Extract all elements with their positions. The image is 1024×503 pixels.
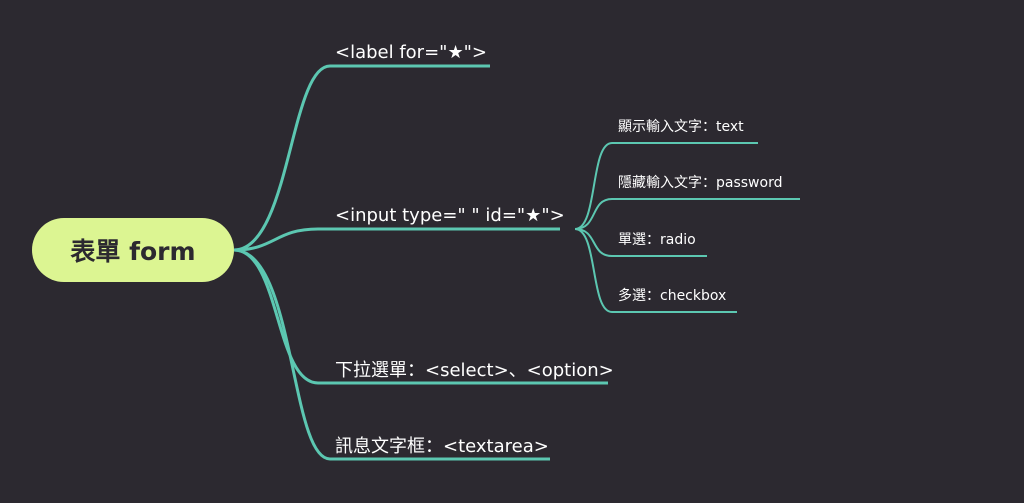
subbranch-checkbox: 多選：checkbox [618,288,727,304]
root-node-label: 表單 form [70,237,196,266]
branch-textarea: 訊息文字框：<textarea> [335,436,549,457]
root-node: 表單 form [32,218,234,282]
subbranch-password: 隱藏輸入文字：password [618,175,783,191]
subbranch-text: 顯示輸入文字：text [618,119,744,135]
connector-input-text [574,142,758,230]
branch-input-tag: <input type=" " id="★"> [335,205,565,226]
branch-select: 下拉選單：<select>、<option> [335,360,614,381]
connector-input-checkbox [574,228,737,313]
connector-root-textarea [233,248,550,461]
connector-root-input [233,227,560,252]
subbranch-radio: 單選：radio [618,232,696,248]
branch-label-tag: <label for="★"> [335,42,487,63]
connector-input-password [574,198,800,230]
connector-root-label [233,64,490,252]
connector-input-radio [574,228,707,257]
